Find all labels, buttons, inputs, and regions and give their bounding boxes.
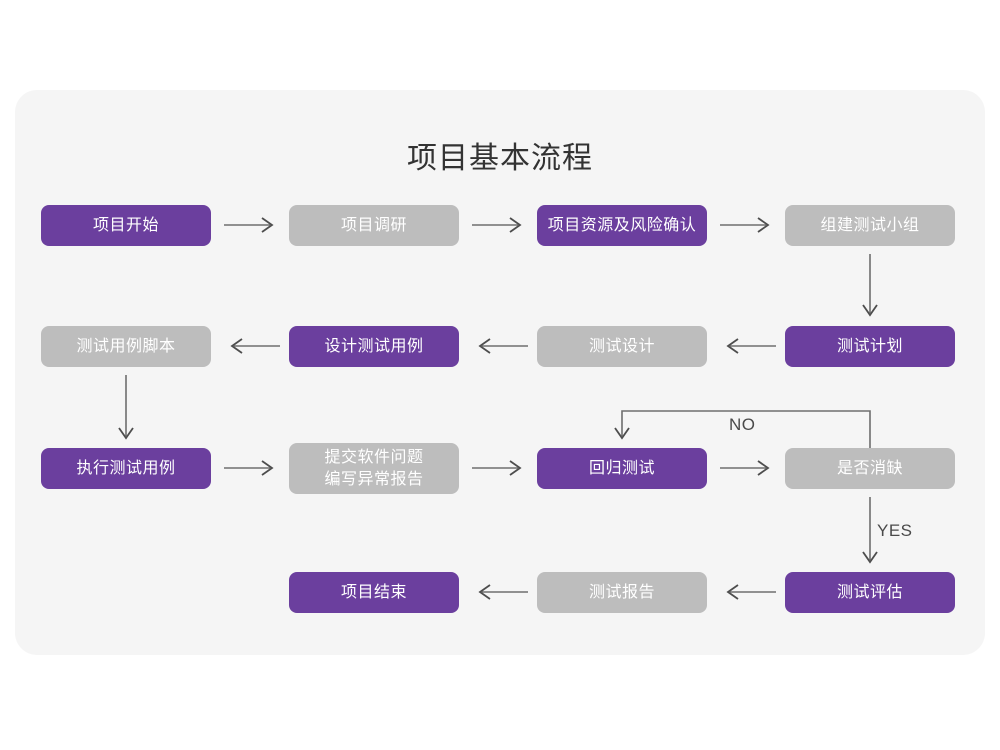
arrow-n8-n7 <box>726 338 776 354</box>
arrow-n6-n5 <box>230 338 280 354</box>
arrow-no-loop <box>614 410 871 448</box>
arrow-n14-n13 <box>478 584 528 600</box>
arrow-yes-n12-n15 <box>862 497 878 564</box>
node-test-plan[interactable]: 测试计划 <box>785 326 955 367</box>
edge-label-no: NO <box>729 415 756 434</box>
node-defect-resolved-decision[interactable]: 是否消缺 <box>785 448 955 489</box>
diagram-card <box>15 90 985 655</box>
arrow-n3-n4 <box>720 217 770 233</box>
arrow-n11-n12 <box>720 460 770 476</box>
node-execute-test-case[interactable]: 执行测试用例 <box>41 448 211 489</box>
node-resource-risk-confirm[interactable]: 项目资源及风险确认 <box>537 205 707 246</box>
node-test-case-script[interactable]: 测试用例脚本 <box>41 326 211 367</box>
node-test-design[interactable]: 测试设计 <box>537 326 707 367</box>
arrow-n4-n8 <box>862 254 878 317</box>
node-form-test-team[interactable]: 组建测试小组 <box>785 205 955 246</box>
node-design-test-case[interactable]: 设计测试用例 <box>289 326 459 367</box>
arrow-n5-n9 <box>118 375 134 440</box>
page-title: 项目基本流程 <box>407 142 593 175</box>
arrow-n2-n3 <box>472 217 522 233</box>
arrow-n7-n6 <box>478 338 528 354</box>
arrow-n10-n11 <box>472 460 522 476</box>
node-test-report[interactable]: 测试报告 <box>537 572 707 613</box>
node-test-evaluation[interactable]: 测试评估 <box>785 572 955 613</box>
arrow-n9-n10 <box>224 460 274 476</box>
node-project-research[interactable]: 项目调研 <box>289 205 459 246</box>
node-project-start[interactable]: 项目开始 <box>41 205 211 246</box>
arrow-n15-n14 <box>726 584 776 600</box>
edge-label-yes: YES <box>877 521 913 540</box>
node-regression-test[interactable]: 回归测试 <box>537 448 707 489</box>
node-project-end[interactable]: 项目结束 <box>289 572 459 613</box>
node-submit-issue-report[interactable]: 提交软件问题 编写异常报告 <box>289 443 459 494</box>
arrow-n1-n2 <box>224 217 274 233</box>
